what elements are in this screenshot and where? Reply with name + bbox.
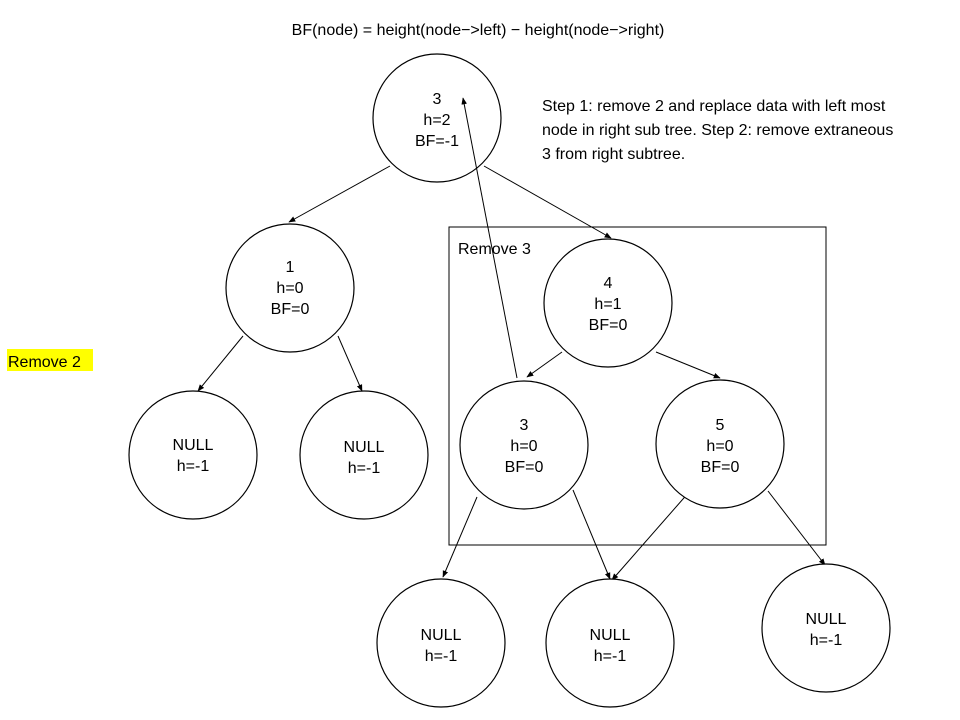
node-label: h=-1 [177,458,210,475]
node-circle [761,563,891,693]
node-label: BF=-1 [415,133,459,150]
node-label: 4 [604,275,613,292]
edge-3-to-null-c [442,496,478,578]
remove-2-label: Remove 2 [7,349,93,371]
node-root: 3 h=2 BF=-1 [372,53,502,183]
remove-3-label: Remove 3 [458,241,531,258]
node-circle [543,238,673,368]
edge-1-to-null-a [197,335,244,392]
balance-factor-formula: BF(node) = height(node−>left) − height(n… [292,22,665,39]
node-3: 3 h=0 BF=0 [459,380,589,510]
step-note-line: 3 from right subtree. [542,146,685,163]
node-label: h=0 [706,438,733,455]
node-circle [545,578,675,708]
node-null-a: NULL h=-1 [128,390,258,520]
remove-2-highlight [7,349,93,371]
node-circle [459,380,589,510]
node-circle [376,578,506,708]
edge-3-to-null-d [572,489,611,580]
edge-4-to-5 [655,351,721,379]
node-5: 5 h=0 BF=0 [655,379,785,509]
node-label: h=-1 [348,460,381,477]
node-label: NULL [173,437,214,454]
node-label: 3 [433,91,442,108]
node-label: BF=0 [271,301,310,318]
node-label: h=0 [510,438,537,455]
node-label: 3 [520,417,529,434]
node-circle [655,379,785,509]
node-label: BF=0 [505,459,544,476]
node-label: h=1 [594,296,621,313]
step-note-line: Step 1: remove 2 and replace data with l… [542,98,886,115]
node-circle [372,53,502,183]
node-4: 4 h=1 BF=0 [543,238,673,368]
node-label: h=-1 [810,632,843,649]
node-label: BF=0 [589,317,628,334]
node-label: h=2 [423,112,450,129]
node-circle [128,390,258,520]
step-note-line: node in right sub tree. Step 2: remove e… [542,122,893,139]
node-label: NULL [806,611,847,628]
node-label: 5 [716,417,725,434]
edge-4-to-3 [526,351,563,378]
node-1: 1 h=0 BF=0 [225,223,355,353]
edge-1-to-null-b [337,335,363,392]
node-circle [299,390,429,520]
node-label: 1 [286,259,295,276]
edge-5-to-null-d [611,490,691,581]
replace-data-arrow [461,97,518,379]
remove-2-text: Remove 2 [8,354,81,371]
node-label: h=-1 [594,648,627,665]
edge-5-to-null-e [767,490,826,566]
remove-3-box [448,226,827,546]
node-null-b: NULL h=-1 [299,390,429,520]
edges [197,165,826,581]
node-label: BF=0 [701,459,740,476]
node-label: h=-1 [425,648,458,665]
node-label: NULL [421,627,462,644]
step-note: Step 1: remove 2 and replace data with l… [542,98,893,163]
node-circle [225,223,355,353]
node-null-c: NULL h=-1 [376,578,506,708]
node-label: h=0 [276,280,303,297]
node-null-e: NULL h=-1 [761,563,891,693]
node-label: NULL [344,439,385,456]
node-label: NULL [590,627,631,644]
node-null-d: NULL h=-1 [545,578,675,708]
edge-root-to-4 [483,165,612,239]
edge-root-to-1 [288,165,391,223]
